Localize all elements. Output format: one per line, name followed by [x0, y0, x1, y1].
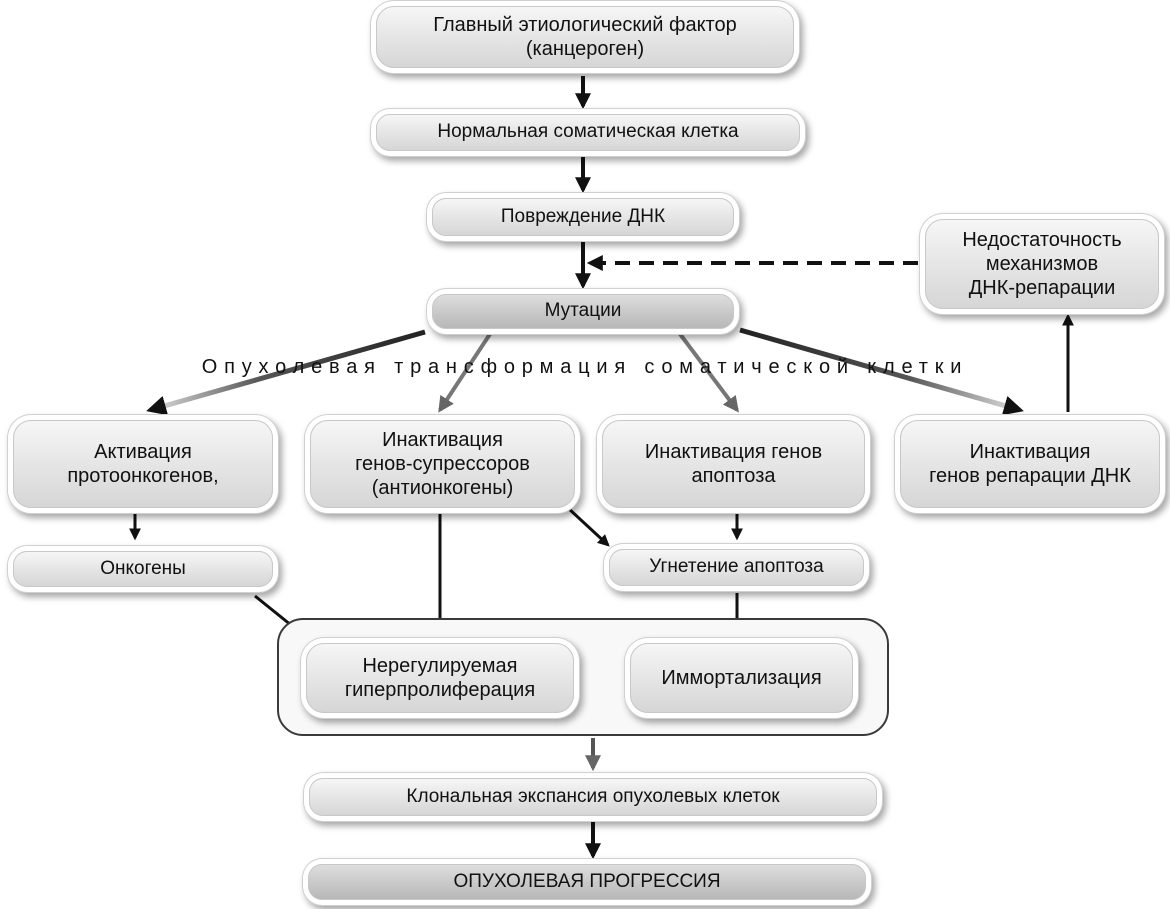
main-etiological-factor-box: Главный этиологический фактор (канцероге… [376, 6, 794, 68]
suppressor-genes-inactivation-box: Инактивация генов-супрессоров (антионког… [310, 420, 575, 508]
immortalization-box: Иммортализация [630, 643, 853, 713]
arrow-mutations-to-repair [739, 327, 1024, 416]
transformation-label: Опухолевая трансформация соматической кл… [201, 356, 969, 378]
apoptosis-inhibition-box: Угнетение апоптоза [609, 549, 864, 586]
repair-genes-inactivation-box: Инактивация генов репарации ДНК [900, 420, 1160, 508]
arrow-suppressors-to-inhibition [566, 506, 610, 547]
mutations-box: Мутации [432, 294, 734, 329]
normal-somatic-cell-box: Нормальная соматическая клетка [376, 114, 800, 151]
protooncogene-activation-box: Активация протоонкогенов, [13, 420, 273, 508]
dna-damage-box: Повреждение ДНК [432, 198, 734, 236]
oncogenes-box: Онкогены [13, 551, 273, 587]
apoptosis-genes-inactivation-box: Инактивация генов апоптоза [602, 420, 865, 508]
clonal-expansion-box: Клональная экспансия опухолевых клеток [309, 778, 877, 816]
arrow-mutations-to-suppressors [438, 332, 492, 413]
tumor-progression-box: ОПУХОЛЕВАЯ ПРОГРЕССИЯ [308, 864, 866, 900]
repair-deficiency-box: Недостаточность механизмов ДНК-репарации [925, 219, 1159, 309]
arrow-mutations-to-activation [146, 329, 426, 416]
arrow-mutations-to-apoptosis [678, 332, 739, 413]
hyperproliferation-box: Нерегулируемая гиперпролиферация [306, 643, 574, 713]
